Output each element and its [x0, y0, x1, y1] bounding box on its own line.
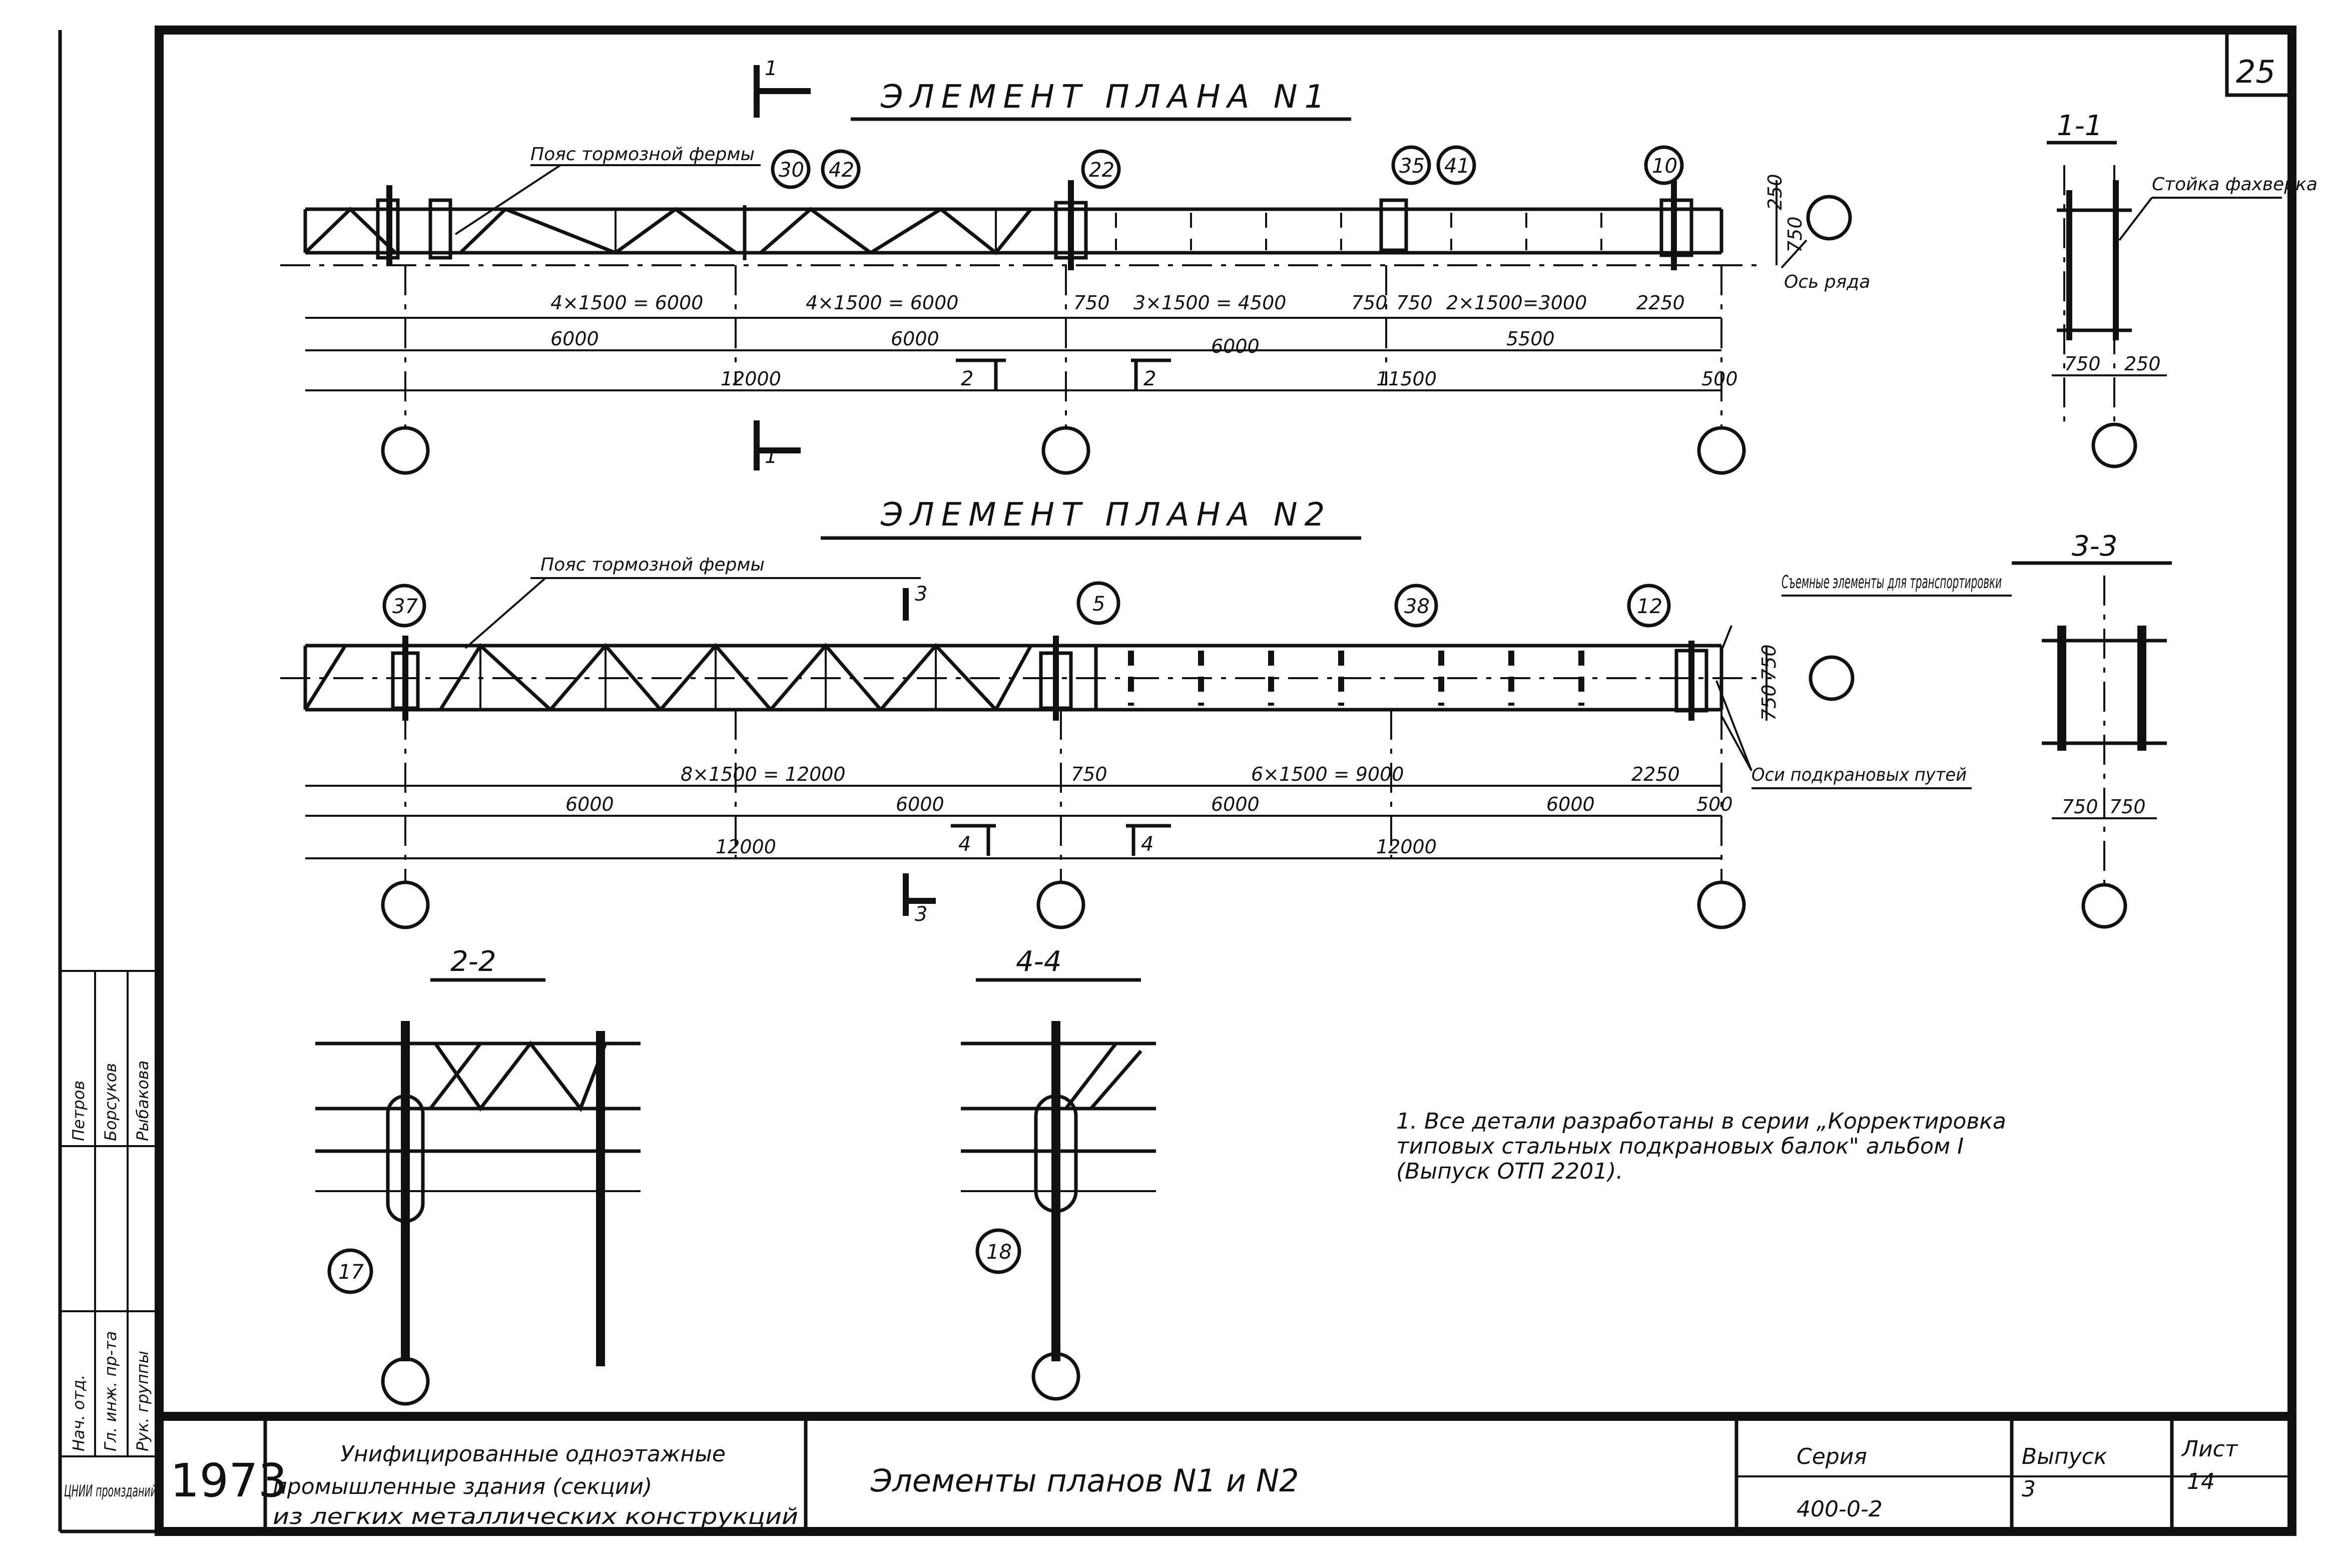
section-3-3-dim: 750 [2109, 796, 2146, 818]
plan1-depth-dim: 750 [1784, 216, 1806, 253]
section-2-2-title: 2-2 [450, 945, 496, 978]
plan1-mark: 10 [1652, 155, 1677, 178]
section-2-2: 2-2 17 [315, 945, 641, 1406]
note-line: 1. Все детали разработаны в серии „Корре… [1396, 1109, 2006, 1134]
plan1-label-row-axis: Ось ряда [1784, 272, 1870, 292]
plan1-dim-row3: 12000 [721, 368, 781, 390]
plan2-dim-row2: 6000 [1211, 793, 1260, 815]
section-3-3: 3-3 750 750 [2012, 530, 2172, 929]
title-block-year: 1973 [170, 1454, 287, 1507]
plan2-title: ЭЛЕМЕНТ ПЛАНА N2 [880, 496, 1332, 534]
plan2-mark: 37 [392, 595, 418, 618]
plan1-drawing: ЭЛЕМЕНТ ПЛАНА N1 1 1 Пояс тормозной ферм… [280, 57, 1870, 475]
plan2-mark: 38 [1404, 595, 1430, 618]
series-label: Серия [1797, 1444, 1867, 1469]
title-block: 1973 Унифицированные одноэтажные промышл… [159, 1412, 2292, 1531]
plan1-dim-row1: 4×1500 = 6000 [806, 292, 958, 314]
plan2-dim-row3: 12000 [1376, 836, 1437, 858]
section-4-4: 4-4 18 [961, 945, 1156, 1401]
section-2-2-mark: 17 [338, 1261, 364, 1284]
section-1-1-title: 1-1 [2057, 110, 2102, 142]
signature-name: Борсуков [101, 1063, 120, 1141]
plan2-dim-row2: 6000 [565, 793, 614, 815]
plan1-dim-row2: 5500 [1506, 328, 1555, 350]
plan1-mark: 30 [779, 159, 804, 182]
plan1-dim-row2: 6000 [1211, 335, 1260, 357]
plan2-depth-dim: 750 [1758, 644, 1780, 681]
plan2-dim-row2: 6000 [896, 793, 944, 815]
plan2-dim-row3: 500 [1696, 793, 1733, 815]
section-1-1: 1-1 Стойка фахверка 750 250 [2047, 110, 2317, 468]
sheet-label: Лист [2181, 1436, 2238, 1462]
plan1-dim-row1: 750 [1351, 292, 1388, 314]
plan2-label-crane-axes: Оси подкрановых путей [1751, 765, 1967, 785]
issue-label: Выпуск [2022, 1444, 2107, 1469]
institute-name: ЦНИИ промзданий [64, 1481, 157, 1500]
general-note: 1. Все детали разработаны в серии „Корре… [1396, 1109, 2006, 1184]
project-name-line: из легких металлических конструкций [273, 1504, 798, 1529]
plan2-label-removable: Съемные элементы для транспортировки [1782, 572, 2002, 593]
sheet-value: 14 [2187, 1469, 2215, 1494]
plan2-dim-row2: 6000 [1546, 793, 1595, 815]
plan1-depth-dim: 250 [1764, 174, 1786, 210]
plan2-cut-mark-top: 3 [915, 583, 927, 606]
plan1-section-callout: 2 [1143, 367, 1156, 390]
sheet-number: 25 [2236, 54, 2275, 90]
plan1-title: ЭЛЕМЕНТ ПЛАНА N1 [880, 79, 1332, 116]
plan1-mark: 35 [1399, 155, 1425, 178]
plan2-dim-row1: 8×1500 = 12000 [681, 763, 846, 785]
project-name-line: промышленные здания (секции) [273, 1474, 652, 1499]
section-4-4-mark: 18 [986, 1241, 1012, 1264]
plan1-mark: 42 [829, 159, 854, 182]
drawing-title: Элементы планов N1 и N2 [870, 1462, 1299, 1499]
signature-role: Нач. отд. [69, 1375, 88, 1451]
plan1-dim-row1: 750 [1396, 292, 1433, 314]
plan1-dim-row1: 4×1500 = 6000 [550, 292, 703, 314]
plan1-dim-row2: 6000 [891, 328, 939, 350]
section-4-4-title: 4-4 [1016, 945, 1061, 978]
plan2-mark: 5 [1092, 593, 1105, 616]
signature-role: Рук. группы [133, 1351, 152, 1451]
plan2-dim-row1: 750 [1071, 763, 1107, 785]
plan1-mark: 22 [1089, 159, 1114, 182]
plan1-cut-mark-top: 1 [765, 57, 777, 80]
signature-name: Петров [69, 1081, 88, 1141]
plan2-depth-dim: 750 [1758, 684, 1780, 721]
section-1-1-label-post: Стойка фахверка [2152, 174, 2317, 195]
sheet-frame [58, 26, 2296, 1536]
signature-role: Гл. инж. пр-та [101, 1331, 120, 1451]
project-name-line: Унифицированные одноэтажные [340, 1441, 726, 1467]
note-line: типовых стальных подкрановых балок" альб… [1396, 1134, 1964, 1159]
plan1-section-callout: 2 [961, 367, 973, 390]
plan2-dim-row1: 6×1500 = 9000 [1251, 763, 1404, 785]
signature-name: Рыбакова [133, 1061, 152, 1141]
plan2-dim-row1: 2250 [1631, 763, 1680, 785]
plan1-dim-row3: 500 [1701, 368, 1738, 390]
plan1-cut-mark-bottom: 1 [765, 445, 777, 468]
plan2-mark: 12 [1637, 595, 1662, 618]
plan2-drawing: ЭЛЕМЕНТ ПЛАНА N2 Пояс тормозной фермы 3 … [280, 496, 2012, 929]
section-1-1-dim: 250 [2124, 353, 2161, 375]
section-1-1-dim: 750 [2064, 353, 2101, 375]
plan2-section-callout: 4 [1141, 833, 1153, 856]
plan1-dim-row1: 3×1500 = 4500 [1133, 292, 1286, 314]
series-value: 400-0-2 [1797, 1496, 1883, 1522]
plan2-label-brake-truss: Пояс тормозной фермы [540, 555, 765, 575]
section-3-3-dim: 750 [2062, 796, 2098, 818]
plan1-dim-row1: 2×1500=3000 [1446, 292, 1587, 314]
issue-value: 3 [2022, 1476, 2036, 1502]
plan1-dim-row1: 2250 [1636, 292, 1685, 314]
plan1-label-brake-truss: Пояс тормозной фермы [530, 144, 755, 165]
signature-strip: Нач. отд. Гл. инж. пр-та Рук. группы Пет… [60, 971, 159, 1500]
plan1-dim-row2: 6000 [550, 328, 599, 350]
plan2-dim-row3: 12000 [716, 836, 776, 858]
plan1-dim-row1: 750 [1073, 292, 1110, 314]
plan2-section-callout: 4 [958, 833, 971, 856]
plan2-cut-mark-bottom: 3 [915, 903, 927, 926]
plan1-mark: 41 [1444, 155, 1470, 178]
note-line: (Выпуск ОТП 2201). [1396, 1159, 1623, 1184]
section-3-3-title: 3-3 [2072, 530, 2117, 563]
